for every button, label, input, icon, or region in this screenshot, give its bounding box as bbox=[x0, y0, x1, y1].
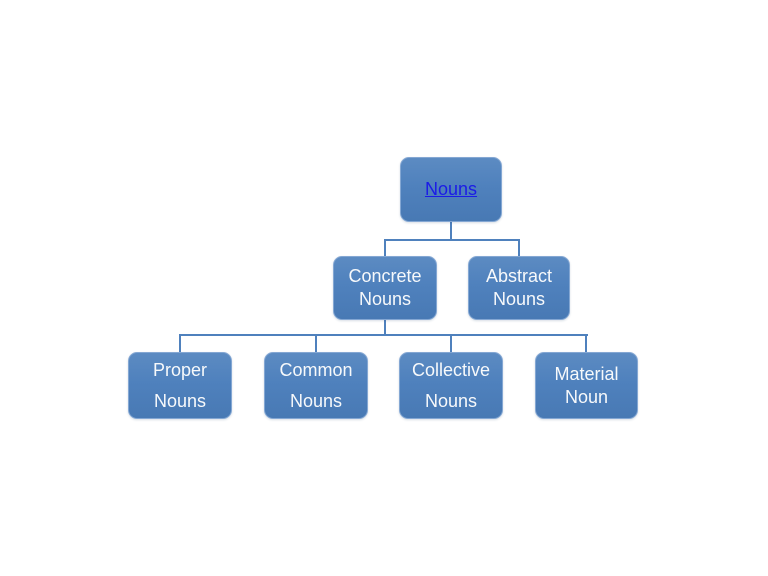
node-concrete-nouns: Concrete Nouns bbox=[333, 256, 437, 320]
node-abstract-nouns: Abstract Nouns bbox=[468, 256, 570, 320]
connector-material-riser bbox=[585, 334, 587, 352]
connector-concrete-drop bbox=[384, 320, 386, 336]
node-nouns: Nouns bbox=[400, 157, 502, 222]
concrete-nouns-label: Concrete Nouns bbox=[348, 266, 422, 309]
material-noun-label: Material Noun bbox=[554, 363, 619, 407]
node-collective-nouns: Collective Nouns bbox=[399, 352, 503, 419]
connector-collective-riser bbox=[450, 334, 452, 352]
connector-level3-bus bbox=[179, 334, 588, 336]
common-nouns-label: Common Nouns bbox=[279, 359, 353, 411]
collective-nouns-label: Collective Nouns bbox=[411, 359, 491, 411]
proper-nouns-label: Proper Nouns bbox=[152, 359, 208, 411]
connector-abstract-riser bbox=[518, 239, 520, 256]
connector-common-riser bbox=[315, 334, 317, 352]
connector-concrete-riser bbox=[384, 239, 386, 256]
connector-root-drop bbox=[450, 222, 452, 240]
node-common-nouns: Common Nouns bbox=[264, 352, 368, 419]
node-material-noun: Material Noun bbox=[535, 352, 638, 419]
abstract-nouns-label: Abstract Nouns bbox=[485, 266, 553, 309]
node-proper-nouns: Proper Nouns bbox=[128, 352, 232, 419]
connector-proper-riser bbox=[179, 334, 181, 352]
connector-level2-bus bbox=[384, 239, 520, 241]
nouns-link[interactable]: Nouns bbox=[424, 179, 478, 199]
